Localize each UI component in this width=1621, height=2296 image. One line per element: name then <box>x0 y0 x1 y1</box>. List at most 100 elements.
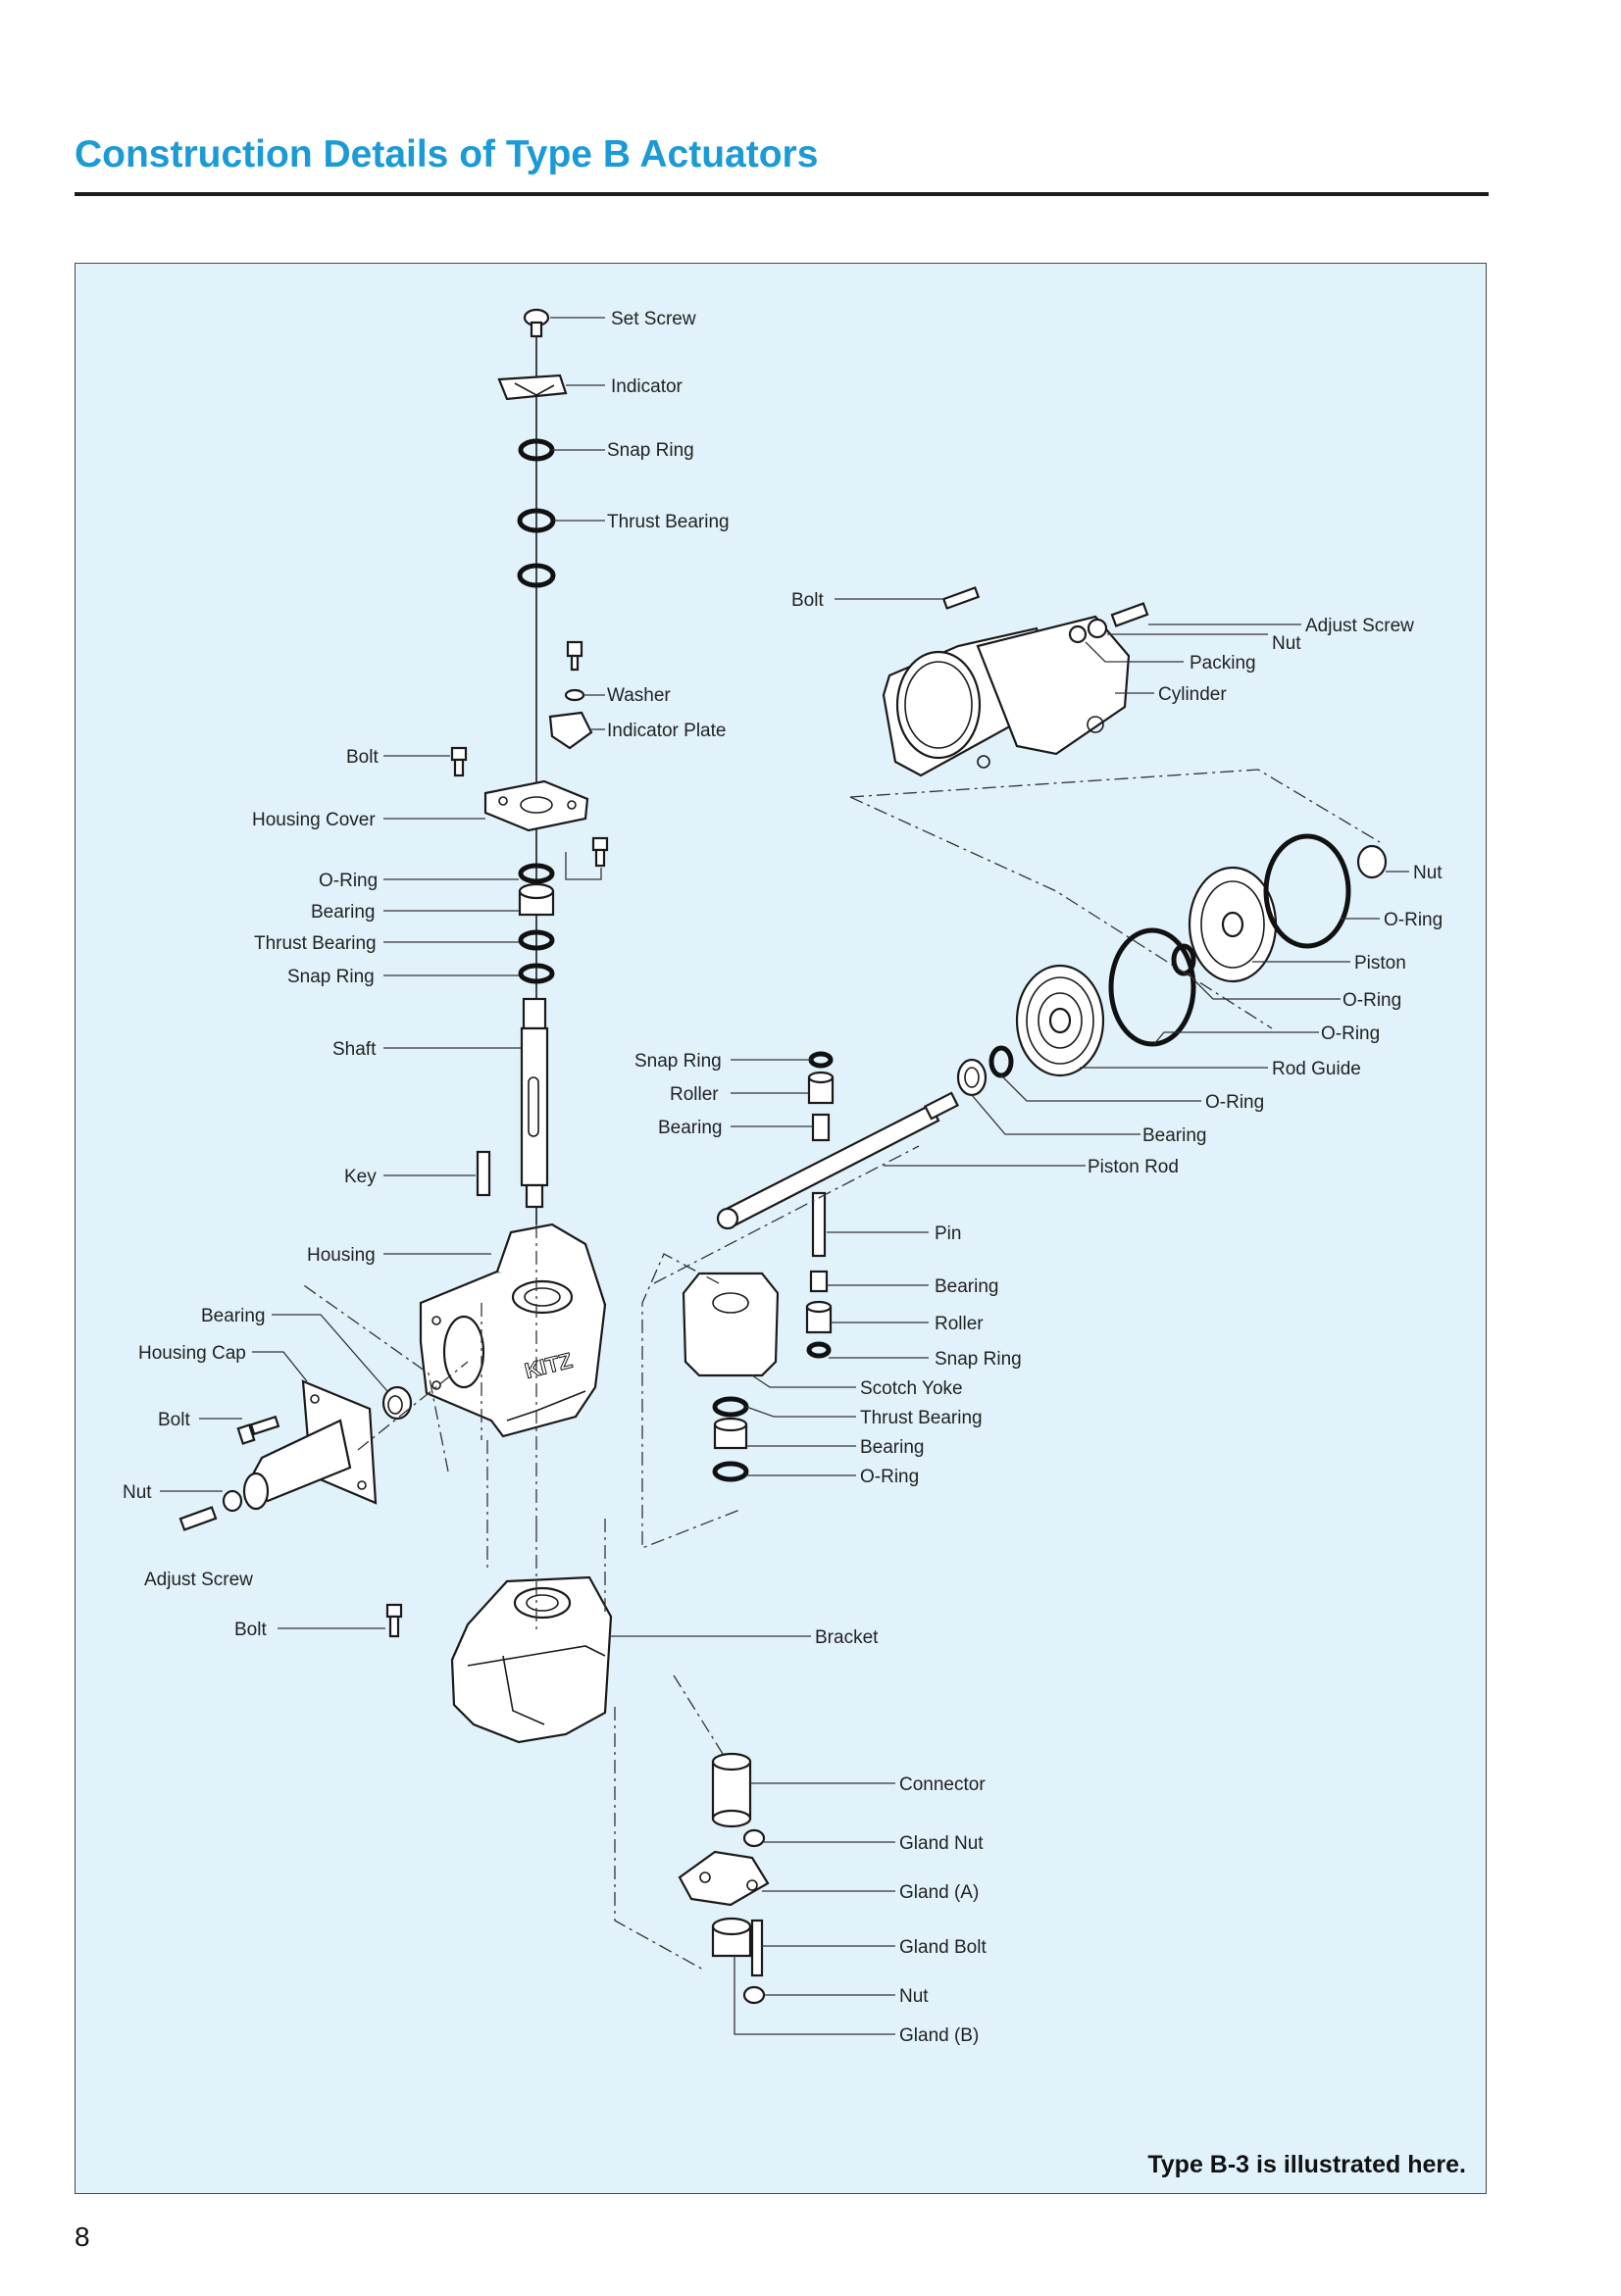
title-rule <box>75 192 1489 196</box>
label-o-ring-inner: O-Ring <box>1342 990 1401 1011</box>
roller-top-part <box>807 1071 835 1105</box>
label-roller-bottom: Roller <box>935 1314 984 1334</box>
label-nut-cyl: Nut <box>1272 633 1301 654</box>
pin-bearing-part <box>809 1270 829 1293</box>
guide-o-ring-part <box>1108 927 1196 1047</box>
label-adjust-screw-cyl: Adjust Screw <box>1305 616 1414 636</box>
label-o-ring-shaft: O-Ring <box>319 871 378 891</box>
label-cylinder: Cylinder <box>1158 684 1227 705</box>
pin-part <box>811 1191 827 1258</box>
label-o-ring-yoke: O-Ring <box>860 1467 919 1487</box>
label-indicator: Indicator <box>611 376 684 397</box>
label-housing-cap: Housing Cap <box>138 1343 246 1364</box>
cap-adjust-screw-part <box>178 1506 218 1531</box>
pin-snap-ring-part <box>806 1341 832 1359</box>
roller-bearing-part <box>811 1113 831 1142</box>
label-shaft: Shaft <box>332 1039 377 1060</box>
gland-nut-part <box>742 1828 766 1848</box>
outer-o-ring-part <box>1263 833 1351 949</box>
gland-b-part <box>711 1917 752 1958</box>
label-adjust-screw-cap: Adjust Screw <box>144 1570 253 1590</box>
set-screw-part <box>523 308 550 338</box>
housing-part: KITZ <box>419 1223 607 1438</box>
label-snap-ring-roller: Snap Ring <box>634 1051 722 1072</box>
o-ring-shaft-part <box>518 863 555 884</box>
label-bearing-roller: Bearing <box>658 1118 723 1138</box>
label-bearing-shaft: Bearing <box>311 902 376 923</box>
thrust-bearing-yoke-part <box>712 1396 749 1418</box>
roller-snap-ring-part <box>808 1051 834 1069</box>
housing-cap-part <box>242 1379 378 1511</box>
label-scotch-yoke: Scotch Yoke <box>860 1378 963 1399</box>
thrust-bearing-top-part-2 <box>517 563 556 588</box>
pin-roller-part <box>805 1300 833 1334</box>
illustration-note: Type B-3 is illustrated here. <box>1147 2151 1466 2178</box>
label-gland-nut: Gland Nut <box>899 1833 984 1854</box>
label-o-ring-rod: O-Ring <box>1205 1092 1264 1113</box>
cover-bolt-part <box>450 746 468 777</box>
label-thrust-bearing-yoke: Thrust Bearing <box>860 1408 983 1428</box>
connector-part <box>711 1752 752 1828</box>
rod-guide-part <box>1015 964 1105 1077</box>
label-o-ring-guide: O-Ring <box>1321 1023 1380 1044</box>
cyl-nut-part <box>1087 618 1108 639</box>
diagram-panel: KITZ <box>75 263 1487 2194</box>
shaft-part <box>520 997 549 1209</box>
label-thrust-bearing-top: Thrust Bearing <box>607 512 730 532</box>
label-bolt-bracket: Bolt <box>234 1620 267 1640</box>
label-piston-rod: Piston Rod <box>1088 1157 1179 1177</box>
label-housing: Housing <box>307 1245 376 1266</box>
label-snap-ring-shaft: Snap Ring <box>287 967 375 987</box>
label-washer: Washer <box>607 685 671 706</box>
key-part <box>476 1150 491 1197</box>
label-bearing-pin: Bearing <box>935 1276 999 1297</box>
label-roller-top: Roller <box>670 1084 719 1105</box>
piston-rod-part <box>716 1091 960 1230</box>
housing-cover-part <box>483 779 589 832</box>
label-bearing-yoke: Bearing <box>860 1437 925 1458</box>
scotch-yoke-part <box>682 1272 780 1377</box>
rod-bearing-part <box>956 1058 988 1097</box>
cylinder-bolt-part <box>941 586 981 610</box>
label-indicator-plate: Indicator Plate <box>607 721 726 741</box>
piston-nut-part <box>1356 844 1388 879</box>
exploded-diagram: KITZ <box>123 308 1443 2046</box>
indicator-plate-part <box>548 711 593 750</box>
label-snap-ring-top: Snap Ring <box>607 440 694 461</box>
label-bearing-rod: Bearing <box>1142 1125 1207 1146</box>
bearing-shaft-part <box>518 882 555 917</box>
label-snap-ring-pin: Snap Ring <box>935 1349 1022 1370</box>
label-housing-cover: Housing Cover <box>252 810 376 830</box>
label-bracket: Bracket <box>815 1627 879 1648</box>
o-ring-yoke-part <box>712 1461 749 1482</box>
label-gland-b: Gland (B) <box>899 2025 979 2046</box>
label-gland-a: Gland (A) <box>899 1882 979 1903</box>
inner-o-ring-part <box>1171 943 1196 976</box>
label-thrust-bearing-shaft: Thrust Bearing <box>254 933 377 954</box>
cyl-packing-part <box>1068 624 1088 644</box>
label-o-ring-outer: O-Ring <box>1384 910 1443 930</box>
label-key: Key <box>344 1167 377 1187</box>
cap-bolt-part <box>236 1415 280 1445</box>
label-bolt-cap: Bolt <box>158 1410 190 1430</box>
label-nut-gland: Nut <box>899 1986 929 2007</box>
label-set-screw: Set Screw <box>611 309 696 329</box>
page-title: Construction Details of Type B Actuators <box>75 133 819 175</box>
label-pin: Pin <box>935 1223 961 1244</box>
bracket-bolt-part <box>385 1603 403 1638</box>
cyl-adjust-screw-part <box>1110 602 1149 627</box>
washer-bolt-part <box>564 640 585 702</box>
snap-ring-shaft-part <box>518 963 555 984</box>
label-nut-cap: Nut <box>123 1482 152 1503</box>
piston-part <box>1188 866 1278 983</box>
gland-a-part <box>678 1850 770 1907</box>
gland-lower-nut-part <box>742 1985 766 2005</box>
label-connector: Connector <box>899 1774 986 1795</box>
label-nut-piston: Nut <box>1413 863 1443 883</box>
bearing-yoke-part <box>713 1417 748 1450</box>
label-bearing-cap: Bearing <box>201 1306 266 1326</box>
label-packing: Packing <box>1190 653 1256 674</box>
label-piston: Piston <box>1354 953 1406 973</box>
indicator-part <box>497 374 568 401</box>
gland-bolt-part <box>750 1919 764 1977</box>
